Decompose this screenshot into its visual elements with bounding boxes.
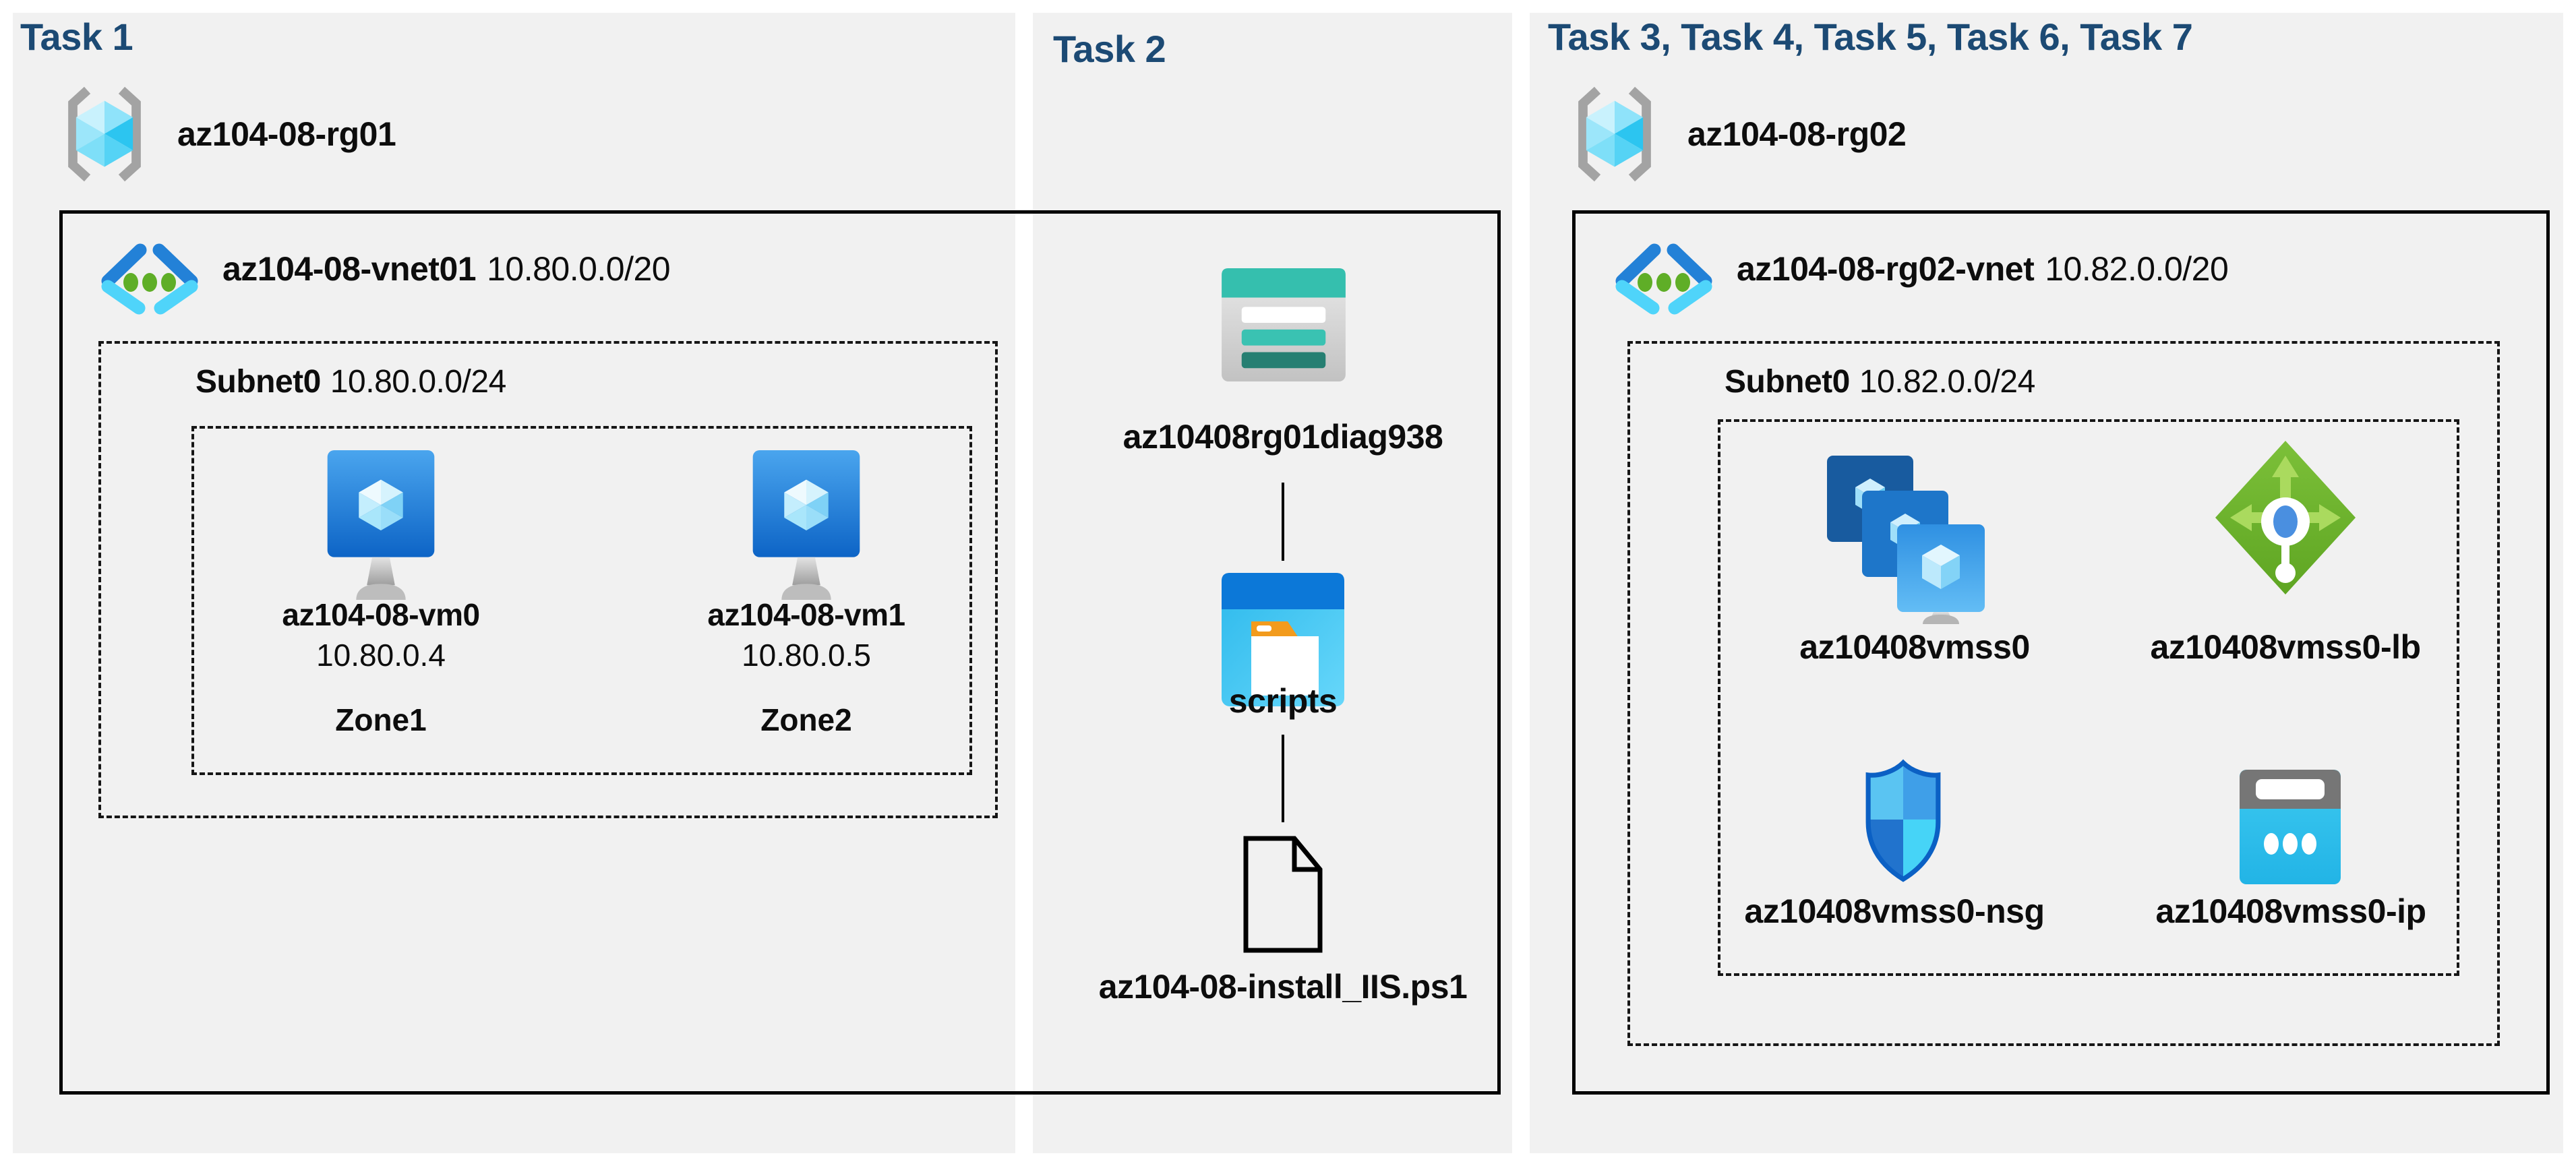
load-balancer-icon: [2213, 438, 2358, 597]
script-file-label: az104-08-install_IIS.ps1: [1098, 968, 1468, 1006]
public-ip-icon: [2240, 770, 2341, 884]
storage-account-icon: [1222, 268, 1346, 381]
vm1-name: az104-08-vm1: [707, 597, 905, 632]
blob-container-icon: [1222, 573, 1344, 706]
vm1-zone: Zone2: [760, 702, 852, 737]
vnet02-boundary-box: [1572, 210, 2550, 1095]
vmss-icon: [1824, 456, 2004, 624]
vm-icon: [317, 449, 445, 604]
storage-account-label: az10408rg01diag938: [1122, 418, 1443, 456]
panel-task1: [13, 13, 1015, 1153]
vnet01-cidr: 10.80.0.0/20: [487, 250, 671, 288]
task2-title: Task 2: [1053, 28, 1166, 70]
subnet0-cidr-rg01: 10.80.0.0/24: [330, 364, 506, 400]
vnet01-label: az104-08-vnet01 10.80.0.0/20: [222, 248, 671, 290]
subnet0-box-rg01: [98, 341, 998, 818]
nsg-label: az10408vmss0-nsg: [1744, 892, 2045, 930]
connector-line: [1282, 483, 1284, 561]
resource-group-icon: [1575, 86, 1654, 182]
panel-task3: [1530, 13, 2563, 1153]
nsg-shield-icon: [1862, 759, 1944, 883]
task1-title: Task 1: [20, 16, 133, 58]
subnet0-name-rg02: Subnet0: [1725, 364, 1850, 400]
vm0-zone: Zone1: [335, 702, 427, 737]
vmss-label: az10408vmss0: [1799, 628, 2030, 666]
vnet02-label: az104-08-rg02-vnet 10.82.0.0/20: [1737, 248, 2229, 290]
rg02-name: az104-08-rg02: [1687, 115, 1907, 153]
lb-label: az10408vmss0-lb: [2150, 628, 2421, 666]
vnet-icon: [1613, 241, 1715, 315]
rg01-name: az104-08-rg01: [177, 115, 396, 153]
vm1-ip: 10.80.0.5: [742, 638, 871, 673]
vnet-icon: [98, 241, 201, 315]
pip-label: az10408vmss0-ip: [2155, 892, 2426, 930]
subnet0-box-rg02: [1627, 341, 2500, 1046]
zones-box: [191, 426, 972, 775]
vnet02-name: az104-08-rg02-vnet: [1737, 250, 2035, 288]
vnet01-name: az104-08-vnet01: [222, 250, 477, 288]
vnet01-boundary-box: [59, 210, 1501, 1095]
vm-icon: [742, 449, 870, 604]
resource-group-icon: [65, 86, 144, 182]
vnet02-cidr: 10.82.0.0/20: [2045, 250, 2229, 288]
vm0-name: az104-08-vm0: [282, 597, 480, 632]
subnet0-cidr-rg02: 10.82.0.0/24: [1859, 364, 2035, 400]
container-label: scripts: [1228, 682, 1338, 720]
connector-line: [1282, 735, 1284, 822]
vm0-ip: 10.80.0.4: [316, 638, 446, 673]
rg02-resources-box: [1718, 419, 2459, 976]
task3-title: Task 3, Task 4, Task 5, Task 6, Task 7: [1548, 16, 2193, 58]
subnet0-name-rg01: Subnet0: [196, 364, 321, 400]
script-file-icon: [1239, 834, 1327, 954]
